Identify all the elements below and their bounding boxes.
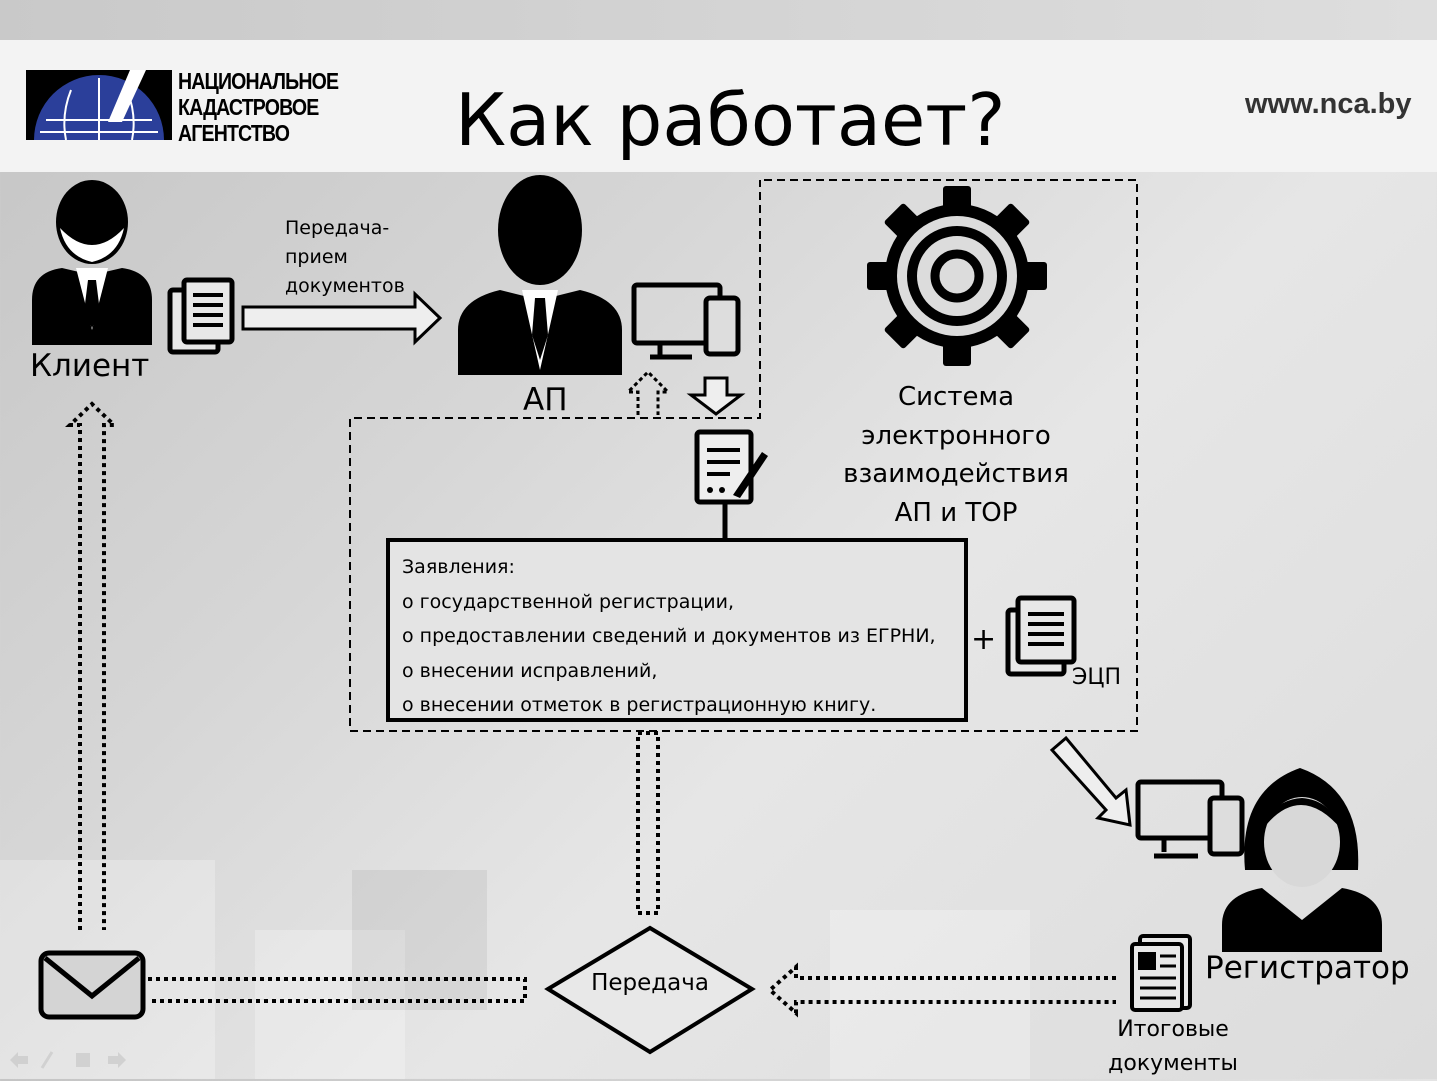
logo-text: НАЦИОНАЛЬНОЕ КАДАСТРОВОЕ АГЕНТСТВО bbox=[178, 68, 339, 146]
down-arrow bbox=[686, 376, 746, 416]
website-url[interactable]: www.nca.by bbox=[1245, 88, 1412, 120]
system-label-line: взаимодействия bbox=[843, 459, 1069, 489]
transfer-label: Передача- прием документов bbox=[285, 214, 405, 301]
plus-sign: + bbox=[971, 622, 997, 657]
logo-line: КАДАСТРОВОЕ bbox=[178, 94, 319, 120]
applications-box: Заявления: о государственной регистрации… bbox=[386, 538, 968, 722]
final-documents-icon bbox=[1130, 934, 1192, 1012]
applications-heading: Заявления: bbox=[402, 556, 515, 578]
computer-icon bbox=[631, 282, 741, 360]
registrar-label: Регистратор bbox=[1205, 950, 1410, 986]
registrar-computer-icon bbox=[1135, 779, 1245, 859]
logo-line: НАЦИОНАЛЬНОЕ bbox=[178, 68, 339, 94]
ap-label: АП bbox=[523, 382, 568, 418]
system-label-line: электронного bbox=[861, 420, 1051, 451]
ap-person-icon bbox=[458, 175, 622, 375]
gear-icon bbox=[867, 186, 1047, 366]
transfer-label-line: Передача- bbox=[285, 217, 390, 239]
diagonal-arrow bbox=[1049, 735, 1132, 827]
signature-documents-icon bbox=[1005, 595, 1077, 677]
client-label: Клиент bbox=[30, 348, 150, 384]
system-label-line: Система bbox=[897, 382, 1015, 412]
application-item: о государственной регистрации, bbox=[402, 590, 735, 613]
header bbox=[0, 40, 1437, 172]
page-title: Как работает? bbox=[455, 78, 1006, 162]
system-label-line: АП и ТОР bbox=[894, 497, 1018, 528]
bg-square bbox=[830, 910, 1030, 1079]
documents-icon bbox=[167, 277, 235, 355]
transfer-label-line: документов bbox=[285, 275, 405, 297]
system-boundary bbox=[349, 179, 1138, 732]
logo-line: АГЕНТСТВО bbox=[178, 120, 290, 146]
signature-label: ЭЦП bbox=[1072, 665, 1121, 690]
final-documents-line: документы bbox=[1108, 1051, 1238, 1076]
transfer-label-line: прием bbox=[285, 246, 348, 268]
application-item: о предоставлении сведений и документов и… bbox=[402, 625, 936, 647]
docs-to-handover-arrow bbox=[766, 962, 1116, 1018]
return-to-client-arrow bbox=[65, 401, 119, 930]
up-arrow-dotted bbox=[624, 369, 672, 415]
registrar-person-icon bbox=[1222, 768, 1382, 952]
final-documents-label: Итоговые документы bbox=[1098, 1013, 1248, 1081]
handover-label: Передача bbox=[591, 970, 709, 996]
client-person-icon bbox=[32, 180, 152, 345]
box-to-handover-connector bbox=[636, 731, 660, 915]
final-documents-line: Итоговые bbox=[1117, 1017, 1229, 1042]
system-label: Система электронного взаимодействия АП и… bbox=[830, 378, 1082, 532]
top-strip bbox=[0, 0, 1437, 40]
bg-square bbox=[255, 930, 405, 1079]
envelope-icon bbox=[38, 950, 146, 1020]
slide-navigation-icons bbox=[10, 1051, 126, 1069]
handover-diamond bbox=[544, 925, 756, 1055]
handover-to-envelope-connector bbox=[148, 977, 527, 1003]
application-item: о внесении отметок в регистрационную кни… bbox=[402, 694, 877, 716]
signed-form-icon bbox=[694, 429, 768, 540]
application-item: о внесении исправлений, bbox=[402, 659, 658, 682]
transfer-arrow bbox=[241, 290, 443, 346]
bg-square bbox=[352, 870, 487, 1010]
nca-logo-icon bbox=[26, 70, 172, 140]
